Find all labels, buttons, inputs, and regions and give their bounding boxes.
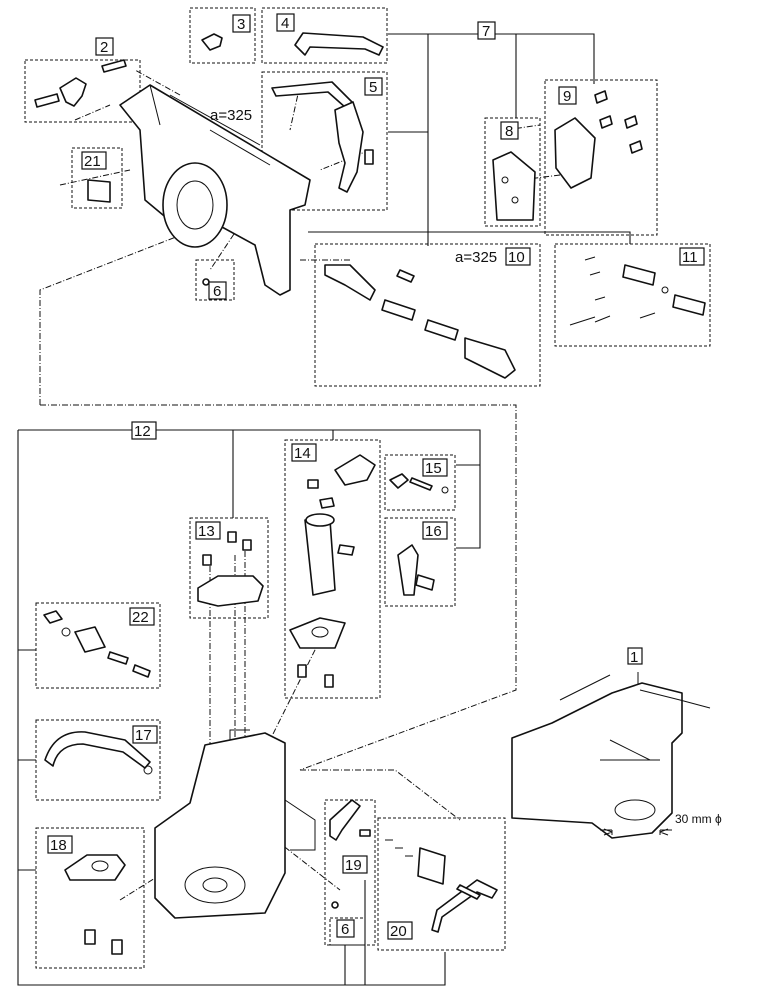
label-12: 12 [134, 423, 151, 440]
sub-assembly-boxes [24, 7, 711, 969]
label-2: 2 [100, 39, 108, 56]
label-14: 14 [294, 445, 311, 462]
label-17: 17 [135, 727, 152, 744]
label-1: 1 [630, 649, 638, 666]
label-10: 10 [508, 249, 525, 266]
annotation-a-325-top: a=325 [210, 107, 252, 124]
coupling-body-bottom [154, 732, 286, 919]
label-8: 8 [505, 123, 513, 140]
box-9 [544, 79, 658, 236]
annotation-diameter: 30 mm ϕ [675, 812, 722, 826]
label-13: 13 [198, 523, 215, 540]
box-5 [261, 71, 388, 211]
box-14 [284, 439, 381, 699]
part-2-lever [59, 77, 87, 107]
label-7: 7 [482, 23, 490, 40]
label-19: 19 [345, 857, 362, 874]
label-15: 15 [425, 460, 442, 477]
box-15 [384, 454, 456, 511]
annotation-a-325-part10: a=325 [455, 249, 497, 266]
box-8 [484, 117, 541, 227]
label-21: 21 [84, 153, 101, 170]
parts [34, 32, 711, 955]
label-9: 9 [563, 88, 571, 105]
assembled-coupling [511, 682, 683, 839]
box-21 [71, 147, 123, 209]
box-10 [314, 243, 541, 387]
box-20 [377, 817, 506, 951]
label-22: 22 [132, 609, 149, 626]
label-16: 16 [425, 523, 442, 540]
box-13 [189, 517, 269, 619]
annotations: a=325 a=325 30 mm ϕ [210, 107, 722, 826]
box-16 [384, 517, 456, 607]
label-3: 3 [237, 16, 245, 33]
label-11: 11 [682, 249, 698, 266]
label-4: 4 [281, 15, 289, 32]
box-6b [329, 917, 366, 946]
part-4-arm [294, 32, 384, 56]
box-22 [35, 602, 161, 689]
label-5: 5 [369, 79, 377, 96]
label-18: 18 [50, 837, 67, 854]
part-labels: 1 2 3 4 5 6 7 8 9 10 11 12 13 14 15 16 1 [47, 13, 705, 940]
label-6b: 6 [341, 921, 349, 938]
box-3 [189, 7, 256, 64]
label-6a: 6 [213, 283, 221, 300]
box-6a [195, 259, 235, 301]
bracket-lines [17, 33, 631, 986]
box-17 [35, 719, 161, 801]
label-20: 20 [390, 923, 407, 940]
box-4 [261, 7, 388, 64]
box-18 [35, 827, 145, 969]
box-11 [554, 243, 711, 347]
